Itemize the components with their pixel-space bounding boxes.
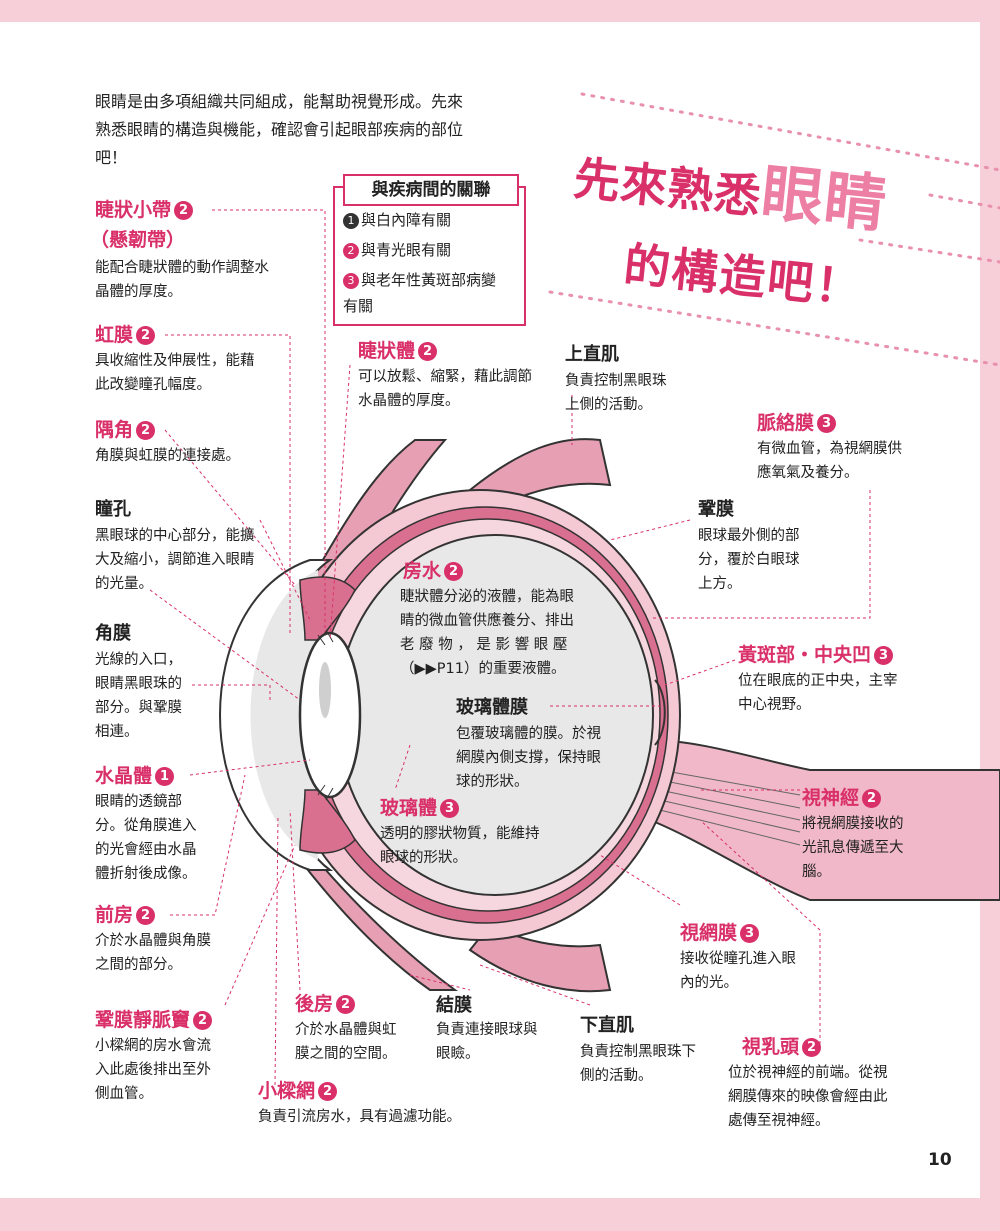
macula-desc: 位在眼底的正中央，主宰 中心視野。 — [738, 669, 898, 717]
anterior-name: 前房 — [95, 904, 133, 926]
disease-text-1: 與白內障有關 — [361, 211, 451, 229]
angle-name: 隅角 — [95, 419, 133, 441]
aqueous-desc: 睫狀體分泌的液體，能為眼 睛的微血管供應養分、排出 老 廢 物 ， 是 影 響 … — [400, 585, 574, 681]
headline-eye: 眼睛 — [758, 156, 891, 242]
choroid-name: 脈絡膜 — [757, 412, 814, 434]
label-hyaloid: 玻璃體膜 — [456, 696, 528, 720]
retina-desc: 接收從瞳孔進入眼 內的光。 — [680, 947, 796, 995]
page-number: 10 — [928, 1150, 952, 1170]
anterior-desc: 介於水晶體與角膜 之間的部分。 — [95, 929, 211, 977]
headline-pre: 先來熟悉 — [571, 151, 764, 224]
vitreous-name: 玻璃體 — [380, 797, 437, 819]
vitreous-num: 3 — [440, 799, 459, 818]
schlemm-desc: 小樑網的房水會流 入此處後排出至外 側血管。 — [95, 1034, 211, 1106]
trab-desc: 負責引流房水，具有過濾功能。 — [258, 1105, 461, 1129]
schlemm-name: 鞏膜靜脈竇 — [95, 1009, 190, 1031]
posterior-name: 後房 — [295, 993, 333, 1015]
trab-name: 小樑網 — [258, 1080, 315, 1102]
lens-name: 水晶體 — [95, 765, 152, 787]
label-superior: 上直肌 — [565, 343, 619, 367]
disease-num-1: 1 — [343, 213, 359, 229]
schlemm-num: 2 — [193, 1011, 212, 1030]
trab-num: 2 — [318, 1082, 337, 1101]
retina-num: 3 — [740, 924, 759, 943]
macula-num: 3 — [874, 646, 893, 665]
disc-num: 2 — [802, 1038, 821, 1057]
angle-desc: 角膜與虹膜的連接處。 — [95, 444, 240, 468]
posterior-num: 2 — [336, 995, 355, 1014]
vitreous-desc: 透明的膠狀物質，能維持 眼球的形狀。 — [380, 822, 540, 870]
cornea-desc: 光線的入口， 眼睛黑眼珠的 部分。與鞏膜 相連。 — [95, 648, 182, 744]
ciliary-name: 睫狀體 — [358, 340, 415, 362]
optic-num: 2 — [862, 789, 881, 808]
disease-num-2: 2 — [343, 243, 359, 259]
hyaloid-desc: 包覆玻璃體的膜。於視 網膜內側支撐，保持眼 球的形狀。 — [456, 722, 601, 794]
aqueous-num: 2 — [444, 562, 463, 581]
macula-name: 黃斑部・中央凹 — [738, 644, 871, 666]
intro-text: 眼睛是由多項組織共同組成，能幫助視覺形成。先來 熟悉眼睛的構造與機能，確認會引起… — [95, 88, 463, 172]
disease-relation-title: 與疾病間的關聯 — [343, 174, 519, 206]
zonule-num: 2 — [174, 201, 193, 220]
zonule-sub: （懸韌帶） — [90, 228, 185, 252]
posterior-desc: 介於水晶體與虹 膜之間的空間。 — [295, 1018, 397, 1066]
conj-desc: 負責連接眼球與 眼瞼。 — [436, 1018, 538, 1066]
angle-num: 2 — [136, 421, 155, 440]
inferior-desc: 負責控制黑眼珠下 側的活動。 — [580, 1040, 696, 1088]
label-lens: 水晶體1 — [95, 764, 174, 788]
zonule-desc: 能配合睫狀體的動作調整水 晶體的厚度。 — [95, 256, 269, 304]
optic-desc: 將視網膜接收的 光訊息傳遞至大 腦。 — [802, 812, 904, 884]
ciliary-num: 2 — [418, 342, 437, 361]
choroid-desc: 有微血管，為視網膜供 應氧氣及養分。 — [757, 437, 902, 485]
lens-highlight — [319, 662, 331, 718]
aqueous-name: 房水 — [403, 560, 441, 582]
superior-desc: 負責控制黑眼珠 上側的活動。 — [565, 369, 667, 417]
ciliary-desc: 可以放鬆、縮緊，藉此調節 水晶體的厚度。 — [358, 365, 532, 413]
lens — [300, 633, 360, 797]
iris-num: 2 — [136, 326, 155, 345]
iris-name: 虹膜 — [95, 324, 133, 346]
anterior-num: 2 — [136, 906, 155, 925]
label-pupil: 瞳孔 — [95, 498, 131, 522]
zonule-name: 睫狀小帶 — [95, 199, 171, 221]
iris-desc: 具收縮性及伸展性，能藉 此改變瞳孔幅度。 — [95, 349, 255, 397]
label-inferior: 下直肌 — [580, 1014, 634, 1038]
disc-desc: 位於視神經的前端。從視 網膜傳來的映像會經由此 處傳至視神經。 — [728, 1061, 888, 1133]
pupil-desc: 黑眼球的中心部分，能擴 大及縮小，調節進入眼睛 的光量。 — [95, 524, 255, 596]
retina-name: 視網膜 — [680, 922, 737, 944]
lens-desc: 眼睛的透鏡部 分。從角膜進入 的光會經由水晶 體折射後成像。 — [95, 790, 197, 886]
optic-name: 視神經 — [802, 787, 859, 809]
label-cornea: 角膜 — [95, 622, 131, 646]
disease-num-3: 3 — [343, 273, 359, 289]
sclera-desc: 眼球最外側的部 分，覆於白眼球 上方。 — [698, 524, 800, 596]
disc-name: 視乳頭 — [742, 1036, 799, 1058]
label-conj: 結膜 — [436, 994, 472, 1018]
choroid-num: 3 — [817, 414, 836, 433]
disease-text-3: 與老年性黃斑部病變 有關 — [343, 271, 496, 315]
label-sclera: 鞏膜 — [698, 498, 734, 522]
lens-num: 1 — [155, 767, 174, 786]
disease-text-2: 與青光眼有關 — [361, 241, 451, 259]
